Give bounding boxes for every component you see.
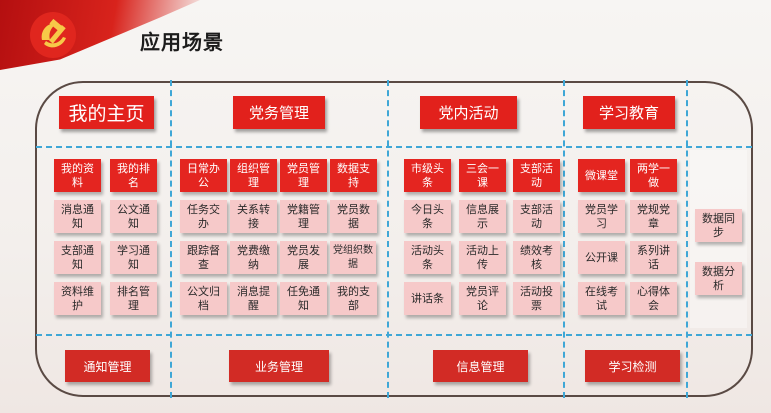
header-party-affairs: 党务管理 bbox=[233, 96, 325, 129]
tile[interactable]: 活动上传 bbox=[459, 241, 506, 274]
tile[interactable]: 公开课 bbox=[578, 241, 625, 274]
tile[interactable]: 日常办公 bbox=[180, 159, 227, 192]
tile[interactable]: 党费缴纳 bbox=[230, 241, 277, 274]
party-emblem-icon bbox=[30, 12, 76, 58]
tile[interactable]: 微课堂 bbox=[578, 159, 625, 192]
header-my-home: 我的主页 bbox=[59, 96, 154, 129]
tile[interactable]: 系列讲话 bbox=[630, 241, 677, 274]
tile[interactable]: 党规党章 bbox=[630, 200, 677, 233]
header-party-activities: 党内活动 bbox=[420, 96, 517, 129]
tile[interactable]: 党员管理 bbox=[280, 159, 327, 192]
tile[interactable]: 组织管理 bbox=[230, 159, 277, 192]
tile[interactable]: 公文归档 bbox=[180, 282, 227, 315]
divider bbox=[686, 80, 688, 398]
tile[interactable]: 公文通知 bbox=[110, 200, 157, 233]
tile[interactable]: 活动头条 bbox=[404, 241, 451, 274]
tile[interactable]: 党组织数据 bbox=[330, 241, 376, 274]
tile[interactable]: 信息展示 bbox=[459, 200, 506, 233]
divider bbox=[170, 80, 172, 398]
tile[interactable]: 党员评论 bbox=[459, 282, 506, 315]
tile[interactable]: 学习通知 bbox=[110, 241, 157, 274]
scenario-frame bbox=[35, 81, 753, 397]
tile[interactable]: 三会一课 bbox=[459, 159, 506, 192]
tile[interactable]: 任免通知 bbox=[280, 282, 327, 315]
tile[interactable]: 讲话条 bbox=[404, 282, 451, 315]
tile[interactable]: 支部通知 bbox=[54, 241, 101, 274]
tile[interactable]: 支部活动 bbox=[513, 159, 560, 192]
tile[interactable]: 消息通知 bbox=[54, 200, 101, 233]
tile[interactable]: 党员数据 bbox=[330, 200, 377, 233]
tile[interactable]: 排名管理 bbox=[110, 282, 157, 315]
footer-business-management[interactable]: 业务管理 bbox=[229, 350, 329, 382]
footer-learning-test[interactable]: 学习检测 bbox=[585, 350, 680, 382]
tile[interactable]: 消息提醒 bbox=[230, 282, 277, 315]
divider bbox=[36, 334, 752, 336]
tile[interactable]: 心得体会 bbox=[630, 282, 677, 315]
tile[interactable]: 市级头条 bbox=[404, 159, 451, 192]
header-study-education: 学习教育 bbox=[583, 96, 675, 129]
tile[interactable]: 党员发展 bbox=[280, 241, 327, 274]
tile-data-analysis[interactable]: 数据分析 bbox=[695, 262, 742, 295]
page-title: 应用场景 bbox=[140, 30, 224, 54]
tile[interactable]: 两学一做 bbox=[630, 159, 677, 192]
tile-my-ranking[interactable]: 我的排名 bbox=[110, 159, 157, 192]
tile-data-sync[interactable]: 数据同步 bbox=[695, 209, 742, 242]
divider bbox=[563, 80, 565, 398]
tile[interactable]: 数据支持 bbox=[330, 159, 377, 192]
tile[interactable]: 我的支部 bbox=[330, 282, 377, 315]
footer-notice-management[interactable]: 通知管理 bbox=[65, 350, 150, 382]
tile[interactable]: 资料维护 bbox=[54, 282, 101, 315]
tile[interactable]: 今日头条 bbox=[404, 200, 451, 233]
divider bbox=[387, 80, 389, 398]
tile[interactable]: 关系转接 bbox=[230, 200, 277, 233]
tile[interactable]: 任务交办 bbox=[180, 200, 227, 233]
divider bbox=[36, 146, 752, 148]
tile-my-profile[interactable]: 我的资料 bbox=[54, 159, 101, 192]
tile[interactable]: 跟踪督查 bbox=[180, 241, 227, 274]
tile[interactable]: 党员学习 bbox=[578, 200, 625, 233]
tile[interactable]: 党籍管理 bbox=[280, 200, 327, 233]
footer-info-management[interactable]: 信息管理 bbox=[433, 350, 528, 382]
tile[interactable]: 支部活动 bbox=[513, 200, 560, 233]
tile[interactable]: 在线考试 bbox=[578, 282, 625, 315]
tile[interactable]: 活动投票 bbox=[513, 282, 560, 315]
tile[interactable]: 绩效考核 bbox=[513, 241, 560, 274]
